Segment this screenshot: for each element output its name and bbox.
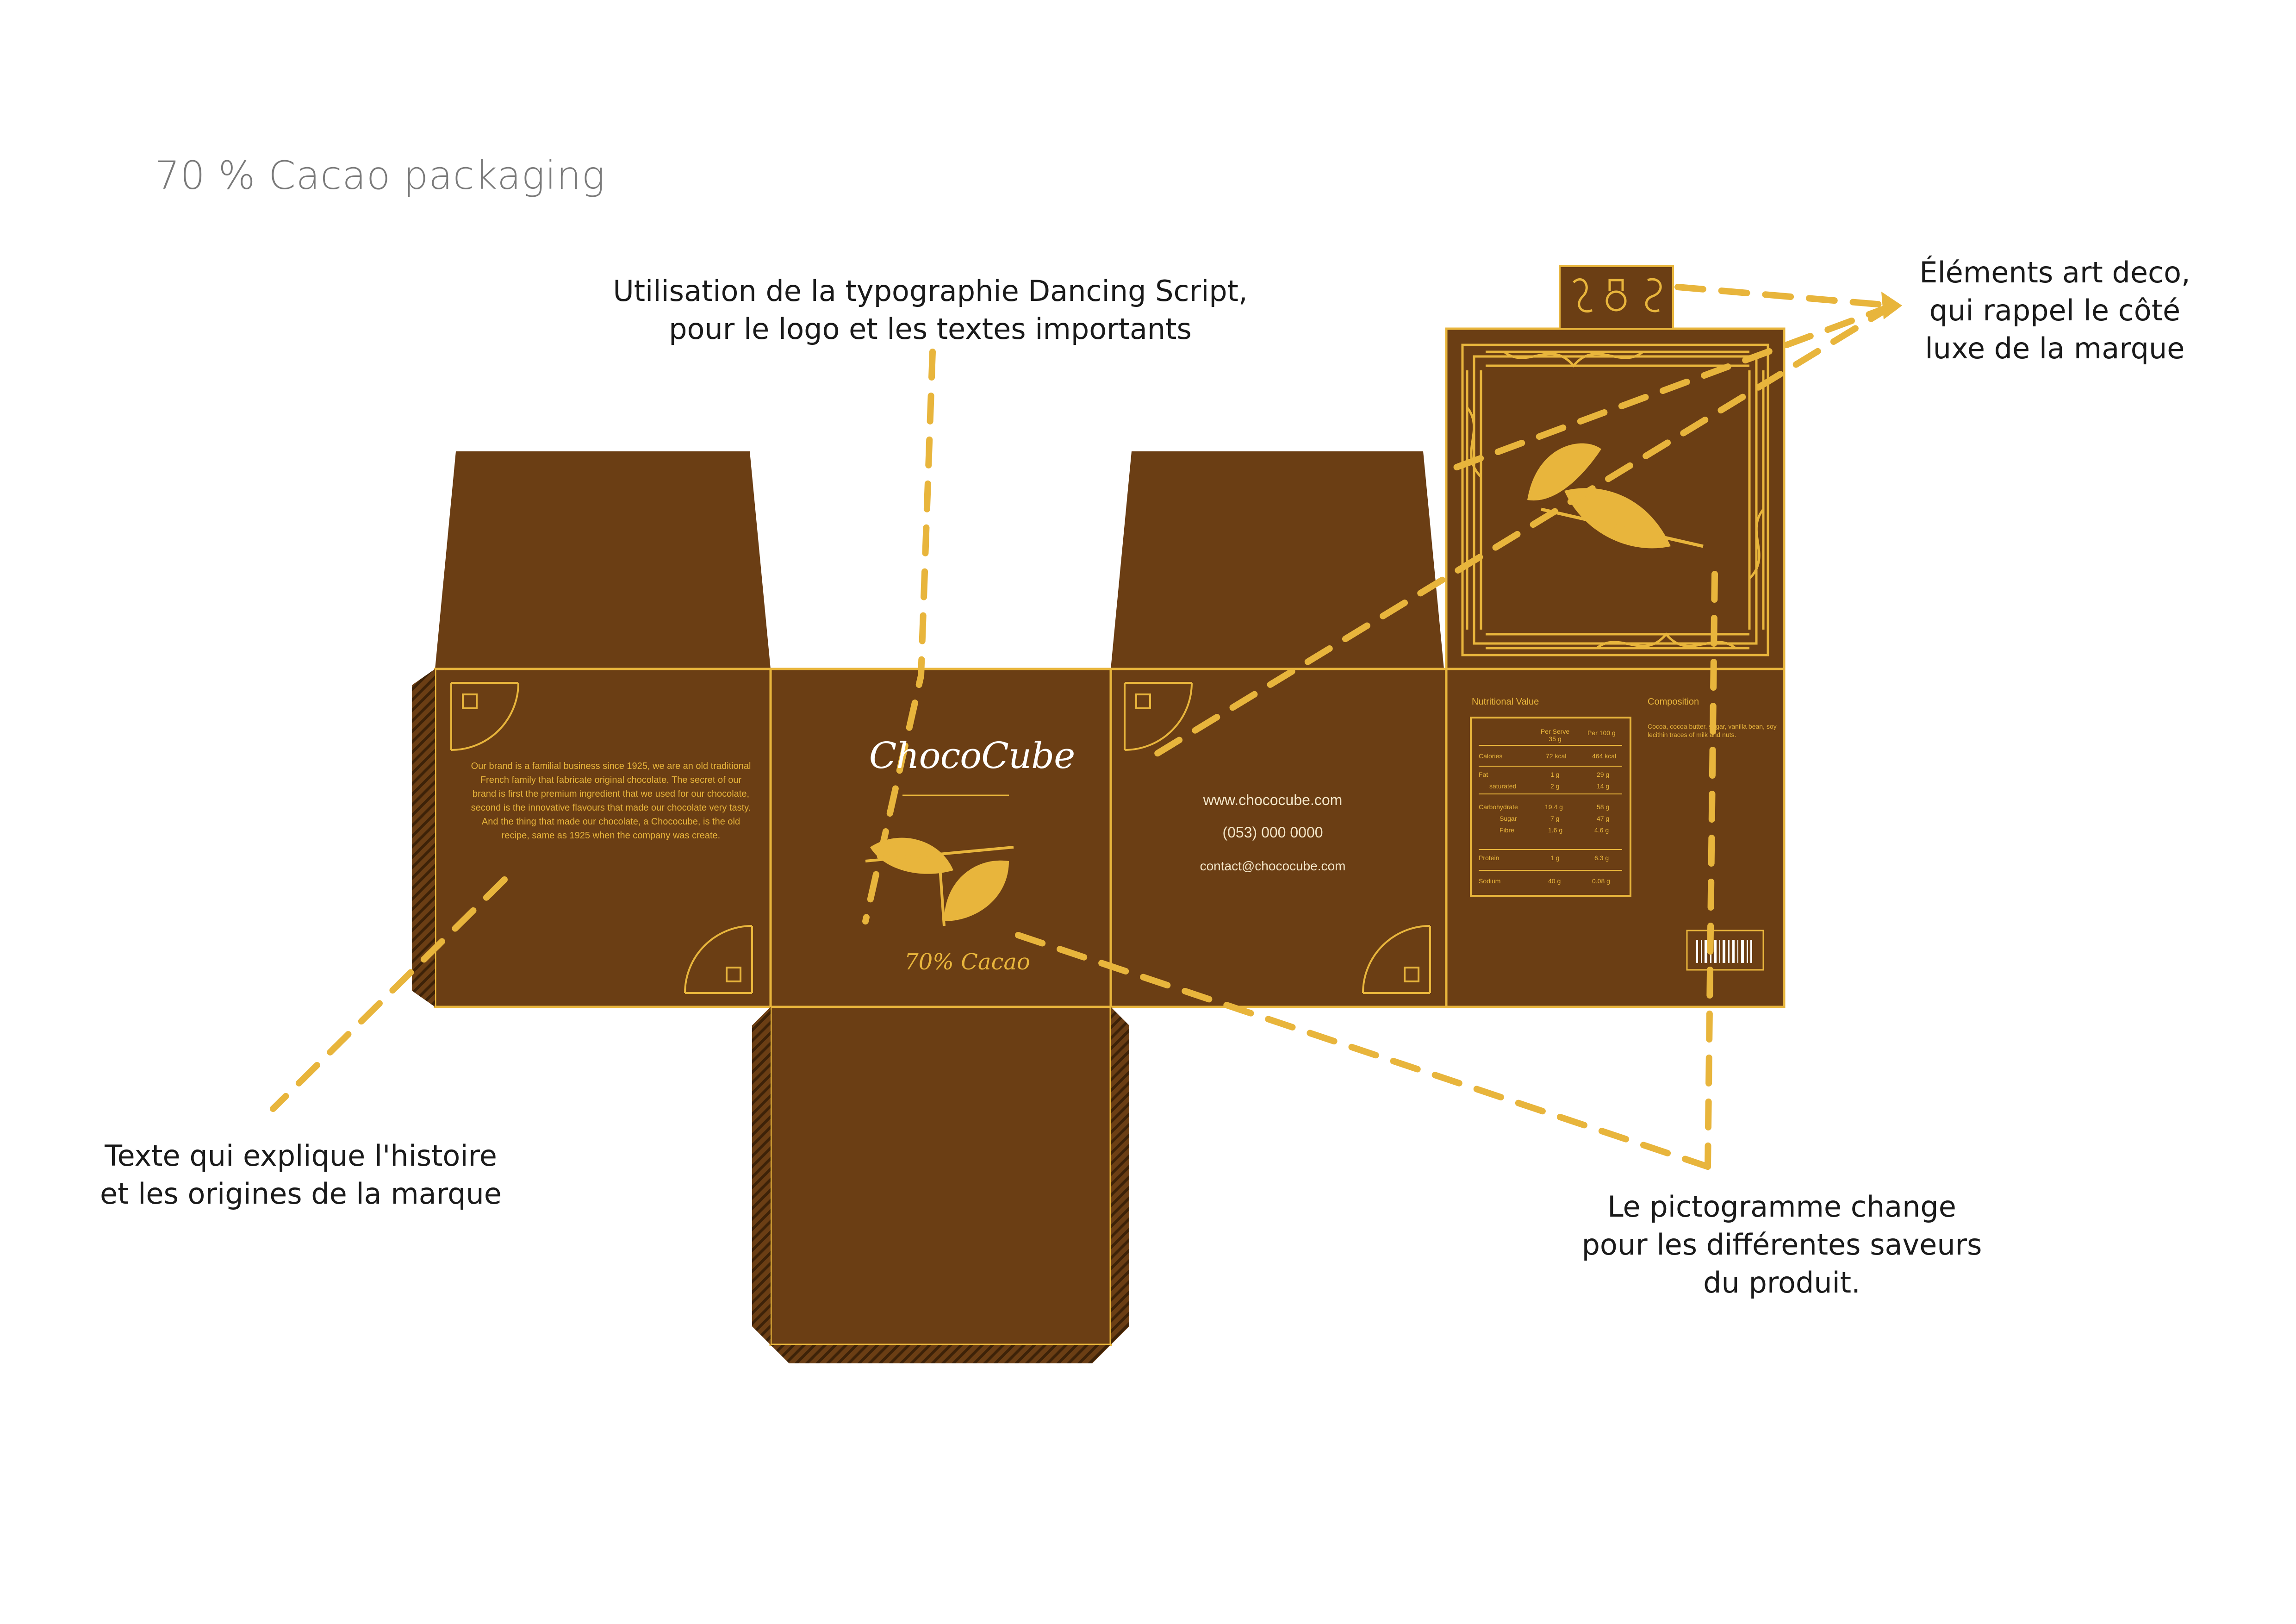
annotation-line: qui rappel le côté <box>1929 294 2181 327</box>
brand-logo: ChocoCube <box>869 735 1076 777</box>
nutrition-row-label: Sodium <box>1479 877 1501 885</box>
top-flap-right <box>1111 451 1444 669</box>
email-text: contact@chococube.com <box>1200 859 1346 873</box>
bottom-panel <box>769 1006 1112 1346</box>
tab-deco-icons <box>1573 278 1662 313</box>
top-flap-left <box>435 451 771 669</box>
nutrition-row-serve: 1 g <box>1550 771 1560 778</box>
annotation-artdeco: Éléments art deco, qui rappel le côté lu… <box>1893 254 2217 368</box>
lid-tab <box>1559 265 1674 330</box>
nutrition-row-100g: 4.6 g <box>1594 826 1609 834</box>
website-text: www.chococube.com <box>1203 792 1343 808</box>
side-panel-contact <box>1109 668 1448 1008</box>
nutrition-row-100g: 6.3 g <box>1594 854 1609 862</box>
annotation-line: Éléments art deco, <box>1919 256 2190 289</box>
nutrition-title: Nutritional Value <box>1472 697 1539 707</box>
composition-title: Composition <box>1648 697 1699 707</box>
annotation-line: pour le logo et les textes importants <box>669 312 1192 346</box>
nutrition-col-serve: Per Serve 35 g <box>1540 728 1570 743</box>
art-deco-frame <box>1461 344 1769 656</box>
cacao-percent-label: 70% Cacao <box>904 949 1030 975</box>
nutrition-col-100g: Per 100 g <box>1587 729 1616 737</box>
composition-text: Cocoa, cocoa butter, sugar, vanilla bean… <box>1648 723 1777 738</box>
deco-corner-icon <box>450 682 1431 994</box>
nutrition-row-serve: 72 kcal <box>1546 752 1567 760</box>
nutrition-row-100g: 58 g <box>1597 803 1610 811</box>
nutrition-row-label: saturated <box>1489 782 1517 790</box>
annotation-line: Texte qui explique l'histoire <box>105 1139 497 1173</box>
nutrition-row-serve: 1.6 g <box>1548 826 1563 834</box>
nutrition-row-100g: 47 g <box>1597 815 1610 822</box>
annotation-leaders <box>270 284 1896 1170</box>
annotation-pictogram: Le pictogramme change pour les différent… <box>1550 1188 2013 1302</box>
nutrition-row-label: Sugar <box>1500 815 1517 822</box>
lid-cacao-pictogram <box>1527 443 1704 549</box>
glue-flap <box>412 669 435 1007</box>
annotation-story: Texte qui explique l'histoire et les ori… <box>69 1137 532 1213</box>
nutrition-row-100g: 29 g <box>1597 771 1610 778</box>
nutrition-row-100g: 14 g <box>1597 782 1610 790</box>
annotation-line: du produit. <box>1703 1266 1860 1299</box>
nutrition-row-serve: 1 g <box>1550 854 1560 862</box>
nutrition-row-label: Fibre <box>1500 826 1514 834</box>
nutrition-row-serve: 7 g <box>1550 815 1560 822</box>
nutrition-row-label: Fat <box>1479 771 1488 778</box>
annotation-line: Utilisation de la typographie Dancing Sc… <box>613 274 1248 308</box>
barcode-lines <box>1696 940 1752 963</box>
nutrition-row-label: Carbohydrate <box>1479 803 1518 811</box>
nutrition-row-label: Protein <box>1479 854 1500 862</box>
bottom-flap-left <box>752 1007 771 1345</box>
bottom-flap-bottom <box>771 1345 1111 1363</box>
page-title: 70 % Cacao packaging <box>155 153 605 198</box>
annotation-line: luxe de la marque <box>1925 331 2185 365</box>
front-panel <box>769 668 1112 1008</box>
front-cacao-pictogram <box>865 837 1014 926</box>
annotation-typography: Utilisation de la typographie Dancing Sc… <box>574 272 1287 348</box>
bottom-flap-right <box>1111 1007 1129 1345</box>
annotation-line: et les origines de la marque <box>100 1177 502 1211</box>
nutrition-row-100g: 0.08 g <box>1592 877 1610 885</box>
annotation-line: Le pictogramme change <box>1607 1190 1956 1224</box>
nutrition-row-serve: 19.4 g <box>1545 803 1563 811</box>
nutrition-row-serve: 40 g <box>1548 877 1561 885</box>
nutrition-table <box>1470 717 1631 897</box>
nutrition-row-100g: 464 kcal <box>1592 752 1617 760</box>
arrowhead-artdeco <box>1881 292 1902 319</box>
phone-text: (053) 000 0000 <box>1222 824 1323 841</box>
nutrition-row-label: Calories <box>1479 752 1503 760</box>
annotation-line: pour les différentes saveurs <box>1581 1228 1982 1262</box>
brand-story-text: Our brand is a familial business since 1… <box>471 761 751 841</box>
nutrition-row-serve: 2 g <box>1550 782 1560 790</box>
